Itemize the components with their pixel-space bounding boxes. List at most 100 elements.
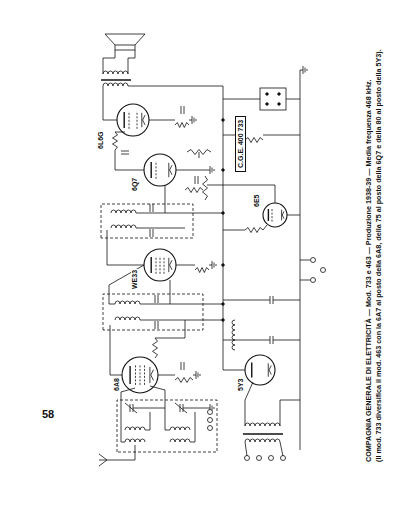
- wire: [133, 408, 165, 409]
- wire: [207, 185, 275, 203]
- tube-label: 5Y3: [237, 378, 245, 392]
- wire: [263, 135, 300, 136]
- vacuum-tube: [144, 154, 176, 186]
- coil-symbol: [245, 423, 280, 426]
- wire: [223, 230, 245, 231]
- capacitor-symbol: [181, 362, 184, 370]
- coil-symbol: [170, 427, 190, 430]
- resistor-symbol: [195, 268, 209, 273]
- coil-symbol: [115, 317, 140, 320]
- terminal: [257, 456, 262, 461]
- capacitor-symbol: [150, 229, 153, 237]
- wire: [136, 185, 165, 213]
- wire: [280, 400, 300, 426]
- terminal: [269, 456, 274, 461]
- wire: [145, 412, 150, 430]
- wire: [300, 280, 310, 281]
- terminal: [208, 410, 213, 415]
- wire: [223, 86, 224, 360]
- wire: [158, 375, 175, 376]
- wire: [170, 304, 223, 305]
- capacitor-symbol: [155, 295, 158, 303]
- ground-symbol: [189, 116, 196, 124]
- vacuum-tube: [245, 355, 275, 385]
- junction-dot: [266, 93, 269, 96]
- coil-symbol: [103, 83, 128, 86]
- tube-label: 6Q7: [131, 177, 139, 192]
- coil-symbol: [115, 301, 140, 304]
- speaker-cone: [105, 34, 145, 45]
- wire: [190, 412, 195, 442]
- coil-symbol: [232, 320, 235, 350]
- wire: [150, 386, 165, 412]
- wire: [136, 228, 185, 229]
- resistor-symbol: [245, 138, 263, 143]
- wire: [223, 340, 270, 341]
- wire: [287, 215, 300, 216]
- wire: [115, 132, 125, 133]
- schematic-sheet: C.G.E. 400 7336A8WE336Q76L6G6E55Y3COMPAG…: [95, 30, 385, 470]
- terminal: [321, 268, 326, 273]
- resistor-symbol: [175, 123, 189, 128]
- terminal: [208, 426, 213, 431]
- label-box: C.G.E. 400 733: [235, 116, 246, 172]
- wire: [286, 99, 300, 100]
- wire: [155, 320, 185, 338]
- wire: [165, 213, 223, 214]
- junction-dot: [222, 264, 225, 267]
- wire: [223, 360, 245, 370]
- wire: [140, 280, 170, 304]
- resistor-symbol: [185, 188, 203, 193]
- wire: [280, 442, 283, 456]
- coil-symbol: [245, 439, 280, 442]
- ground-symbol: [207, 166, 214, 174]
- coil-symbol: [111, 225, 136, 228]
- capacitor-symbol: [121, 151, 129, 154]
- resistor-symbol: [175, 378, 193, 383]
- coil-symbol: [111, 210, 136, 213]
- coil-symbol: [125, 427, 145, 430]
- junction-dot: [278, 103, 281, 106]
- wire: [103, 50, 115, 74]
- wire: [121, 412, 125, 442]
- junction-dot: [222, 119, 225, 122]
- wire: [103, 86, 117, 120]
- wire: [223, 99, 260, 100]
- junction-dot: [222, 169, 225, 172]
- wire: [245, 382, 253, 426]
- tube-label: 6L6G: [97, 130, 105, 150]
- wire: [176, 170, 207, 171]
- capacitor-symbol: [270, 336, 273, 344]
- wire: [273, 340, 300, 341]
- wire: [140, 320, 185, 321]
- resistor-symbol: [203, 176, 208, 200]
- capacitor-symbol: [181, 106, 184, 114]
- box-text: C.G.E. 400 733: [237, 120, 244, 168]
- ground-symbol: [193, 371, 200, 379]
- coil-symbol: [125, 439, 145, 442]
- junction-dot: [278, 93, 281, 96]
- capacitor-symbol: [195, 176, 198, 184]
- wire: [273, 300, 300, 301]
- wire: [199, 152, 200, 158]
- ground-symbol: [209, 261, 216, 269]
- terminal: [245, 456, 250, 461]
- wire: [110, 325, 122, 375]
- wire: [300, 260, 310, 261]
- page-number: 58: [42, 408, 54, 420]
- capacitor-symbol: [155, 321, 158, 329]
- wire: [185, 320, 223, 321]
- wire: [109, 265, 144, 304]
- wire: [99, 445, 135, 460]
- tube-label: 6A8: [113, 377, 121, 392]
- capacitor-symbol: [150, 204, 153, 212]
- wire: [183, 408, 207, 409]
- vacuum-tube: [122, 357, 158, 393]
- shield-can: [103, 294, 203, 330]
- wire: [149, 120, 175, 121]
- wire: [128, 50, 135, 74]
- resistor-symbol: [153, 338, 158, 358]
- caption-note: (Il mod. 733 diversifica il mod. 463 con…: [374, 37, 383, 462]
- wire: [223, 300, 270, 301]
- terminal: [208, 418, 213, 423]
